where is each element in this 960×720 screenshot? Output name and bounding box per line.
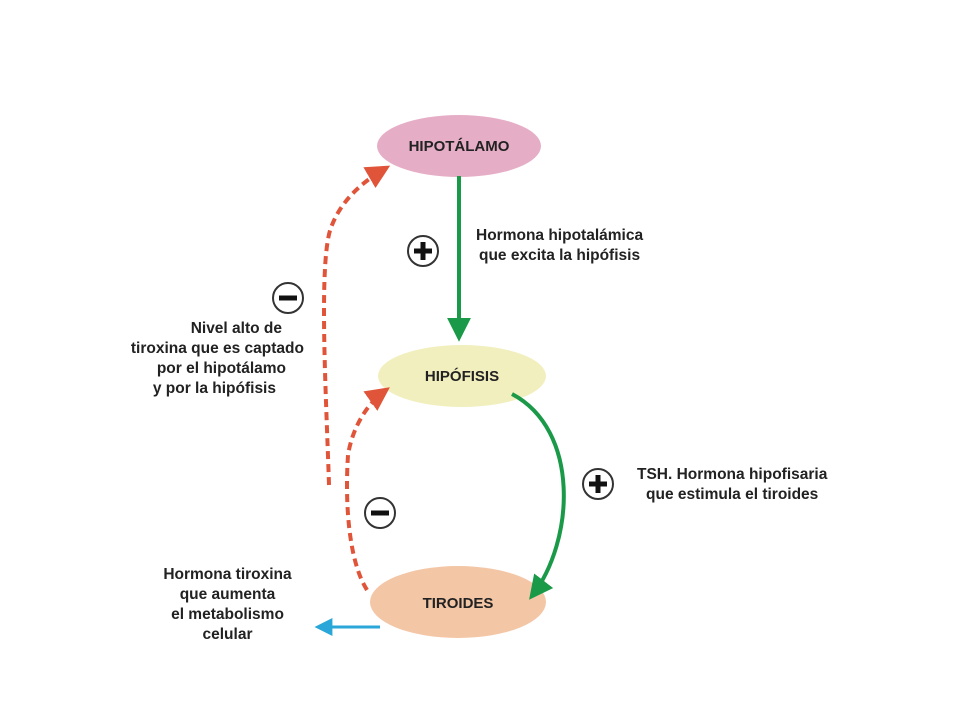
node-hipofisis-shape: [378, 345, 546, 407]
minus-bar: [371, 510, 389, 516]
caption-line: el metabolismo: [171, 606, 284, 623]
node-tiroides-label: TIROIDES: [423, 595, 494, 612]
plus-bar-v: [595, 475, 601, 493]
node-hipotalamo: HIPOTÁLAMO: [377, 115, 541, 177]
caption-line: tiroxina que es captado: [130, 340, 304, 357]
caption-tiroxina: Hormona tiroxina que aumenta el metaboli…: [140, 565, 315, 645]
caption-nivel-alto: Nivel alto de tiroxina que es captado po…: [60, 319, 304, 399]
caption-tsh: TSH. Hormona hipofisaria que estimula el…: [637, 465, 827, 505]
caption-line: celular: [202, 626, 253, 643]
caption-line: que excita la hipófisis: [479, 247, 641, 264]
node-tiroides: TIROIDES: [370, 566, 546, 638]
minus-sign-hipotalamo: [272, 282, 304, 314]
node-hipotalamo-label: HIPOTÁLAMO: [409, 138, 510, 155]
plus-sign-tsh: [582, 468, 614, 500]
arrow-hipofisis-to-tiroides: [511, 392, 566, 600]
caption-line: Hormona hipotalámica: [476, 227, 644, 244]
caption-line: que estimula el tiroides: [646, 486, 819, 503]
node-hipofisis-label: HIPÓFISIS: [425, 367, 499, 385]
node-hipofisis: HIPÓFISIS: [378, 345, 546, 407]
caption-line: TSH. Hormona hipofisaria: [637, 466, 828, 483]
caption-line: Nivel alto de: [190, 320, 282, 337]
arrow-feedback-to-hipofisis: [345, 387, 390, 592]
caption-line: y por la hipófisis: [152, 380, 276, 397]
caption-line: Hormona tiroxina: [163, 566, 292, 583]
caption-line: por el hipotálamo: [156, 360, 286, 377]
minus-bar: [279, 295, 297, 301]
minus-sign-hipofisis: [364, 497, 396, 529]
node-tiroides-shape: [370, 566, 546, 638]
plus-sign-hipotalamica: [407, 235, 439, 267]
caption-hormona-hipotalamica: Hormona hipotalámica que excita la hipóf…: [476, 226, 643, 266]
plus-bar-v: [420, 242, 426, 260]
node-hipotalamo-shape: [377, 115, 541, 177]
caption-line: que aumenta: [179, 586, 276, 603]
arrow-feedback-to-hipotalamo: [322, 165, 391, 486]
